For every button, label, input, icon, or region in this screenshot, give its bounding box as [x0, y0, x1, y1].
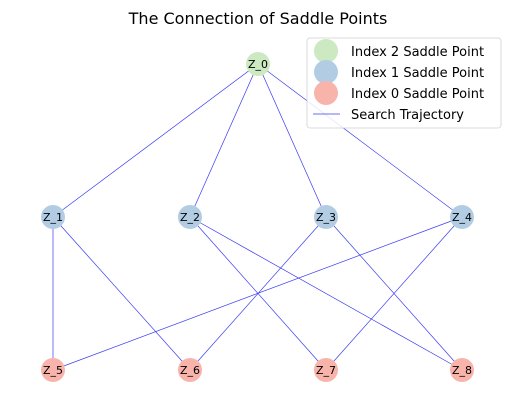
legend-marker [314, 81, 338, 105]
nodes-layer: Z_0Z_1 Z_2 Z_3 Z_4Z_5 Z_6 Z_7 Z_8 [41, 52, 474, 382]
legend-label: Index 1 Saddle Point [351, 66, 484, 81]
node-circle [450, 205, 474, 229]
legend-item: Index 1 Saddle Point [314, 60, 484, 84]
legend-marker [314, 60, 338, 84]
node-Z_4: Z_4 [450, 205, 474, 229]
edge-Z_0-Z_4 [257, 63, 463, 218]
legend-label: Index 2 Saddle Point [351, 45, 484, 60]
node-circle [41, 205, 65, 229]
edge-Z_0-Z_3 [257, 63, 327, 218]
edge-Z_0-Z_1 [52, 63, 259, 218]
node-label: Z_0 [248, 58, 268, 71]
legend-marker [314, 39, 338, 63]
legend-label: Index 0 Saddle Point [351, 87, 484, 102]
node-label: Z_1 [43, 211, 63, 224]
edge-Z_4-Z_5 [52, 216, 463, 371]
node-circle [178, 205, 202, 229]
legend-box [306, 37, 502, 129]
edge-Z_4-Z_7 [325, 216, 463, 371]
edge-Z_2-Z_8 [189, 216, 463, 371]
node-Z_5: Z_5 [41, 358, 65, 382]
node-Z_7: Z_7 [314, 358, 338, 382]
edge-Z_0-Z_2 [189, 63, 259, 218]
legend-label: Search Trajectory [351, 108, 464, 123]
legend-item: Index 0 Saddle Point [314, 81, 484, 105]
legend-item: Index 2 Saddle Point [314, 39, 484, 63]
node-label: Z_7 [316, 364, 336, 377]
node-circle [178, 358, 202, 382]
node-label: Z_8 [452, 364, 472, 377]
node-Z_1: Z_1 [41, 205, 65, 229]
edges-layer [52, 63, 463, 371]
node-Z_8: Z_8 [450, 358, 474, 382]
legend-item: Search Trajectory [313, 108, 464, 123]
node-circle [314, 358, 338, 382]
node-label: Z_2 [180, 211, 200, 224]
node-label: Z_4 [452, 211, 472, 224]
node-Z_0: Z_0 [246, 52, 270, 76]
node-label: Z_5 [43, 364, 63, 377]
graph-title: The Connection of Saddle Points [128, 9, 388, 28]
node-Z_2: Z_2 [178, 205, 202, 229]
node-circle [314, 205, 338, 229]
edge-Z_1-Z_6 [52, 216, 191, 371]
node-circle [246, 52, 270, 76]
node-circle [41, 358, 65, 382]
node-circle [450, 358, 474, 382]
node-Z_6: Z_6 [178, 358, 202, 382]
node-label: Z_3 [316, 211, 336, 224]
node-Z_3: Z_3 [314, 205, 338, 229]
node-label: Z_6 [180, 364, 200, 377]
